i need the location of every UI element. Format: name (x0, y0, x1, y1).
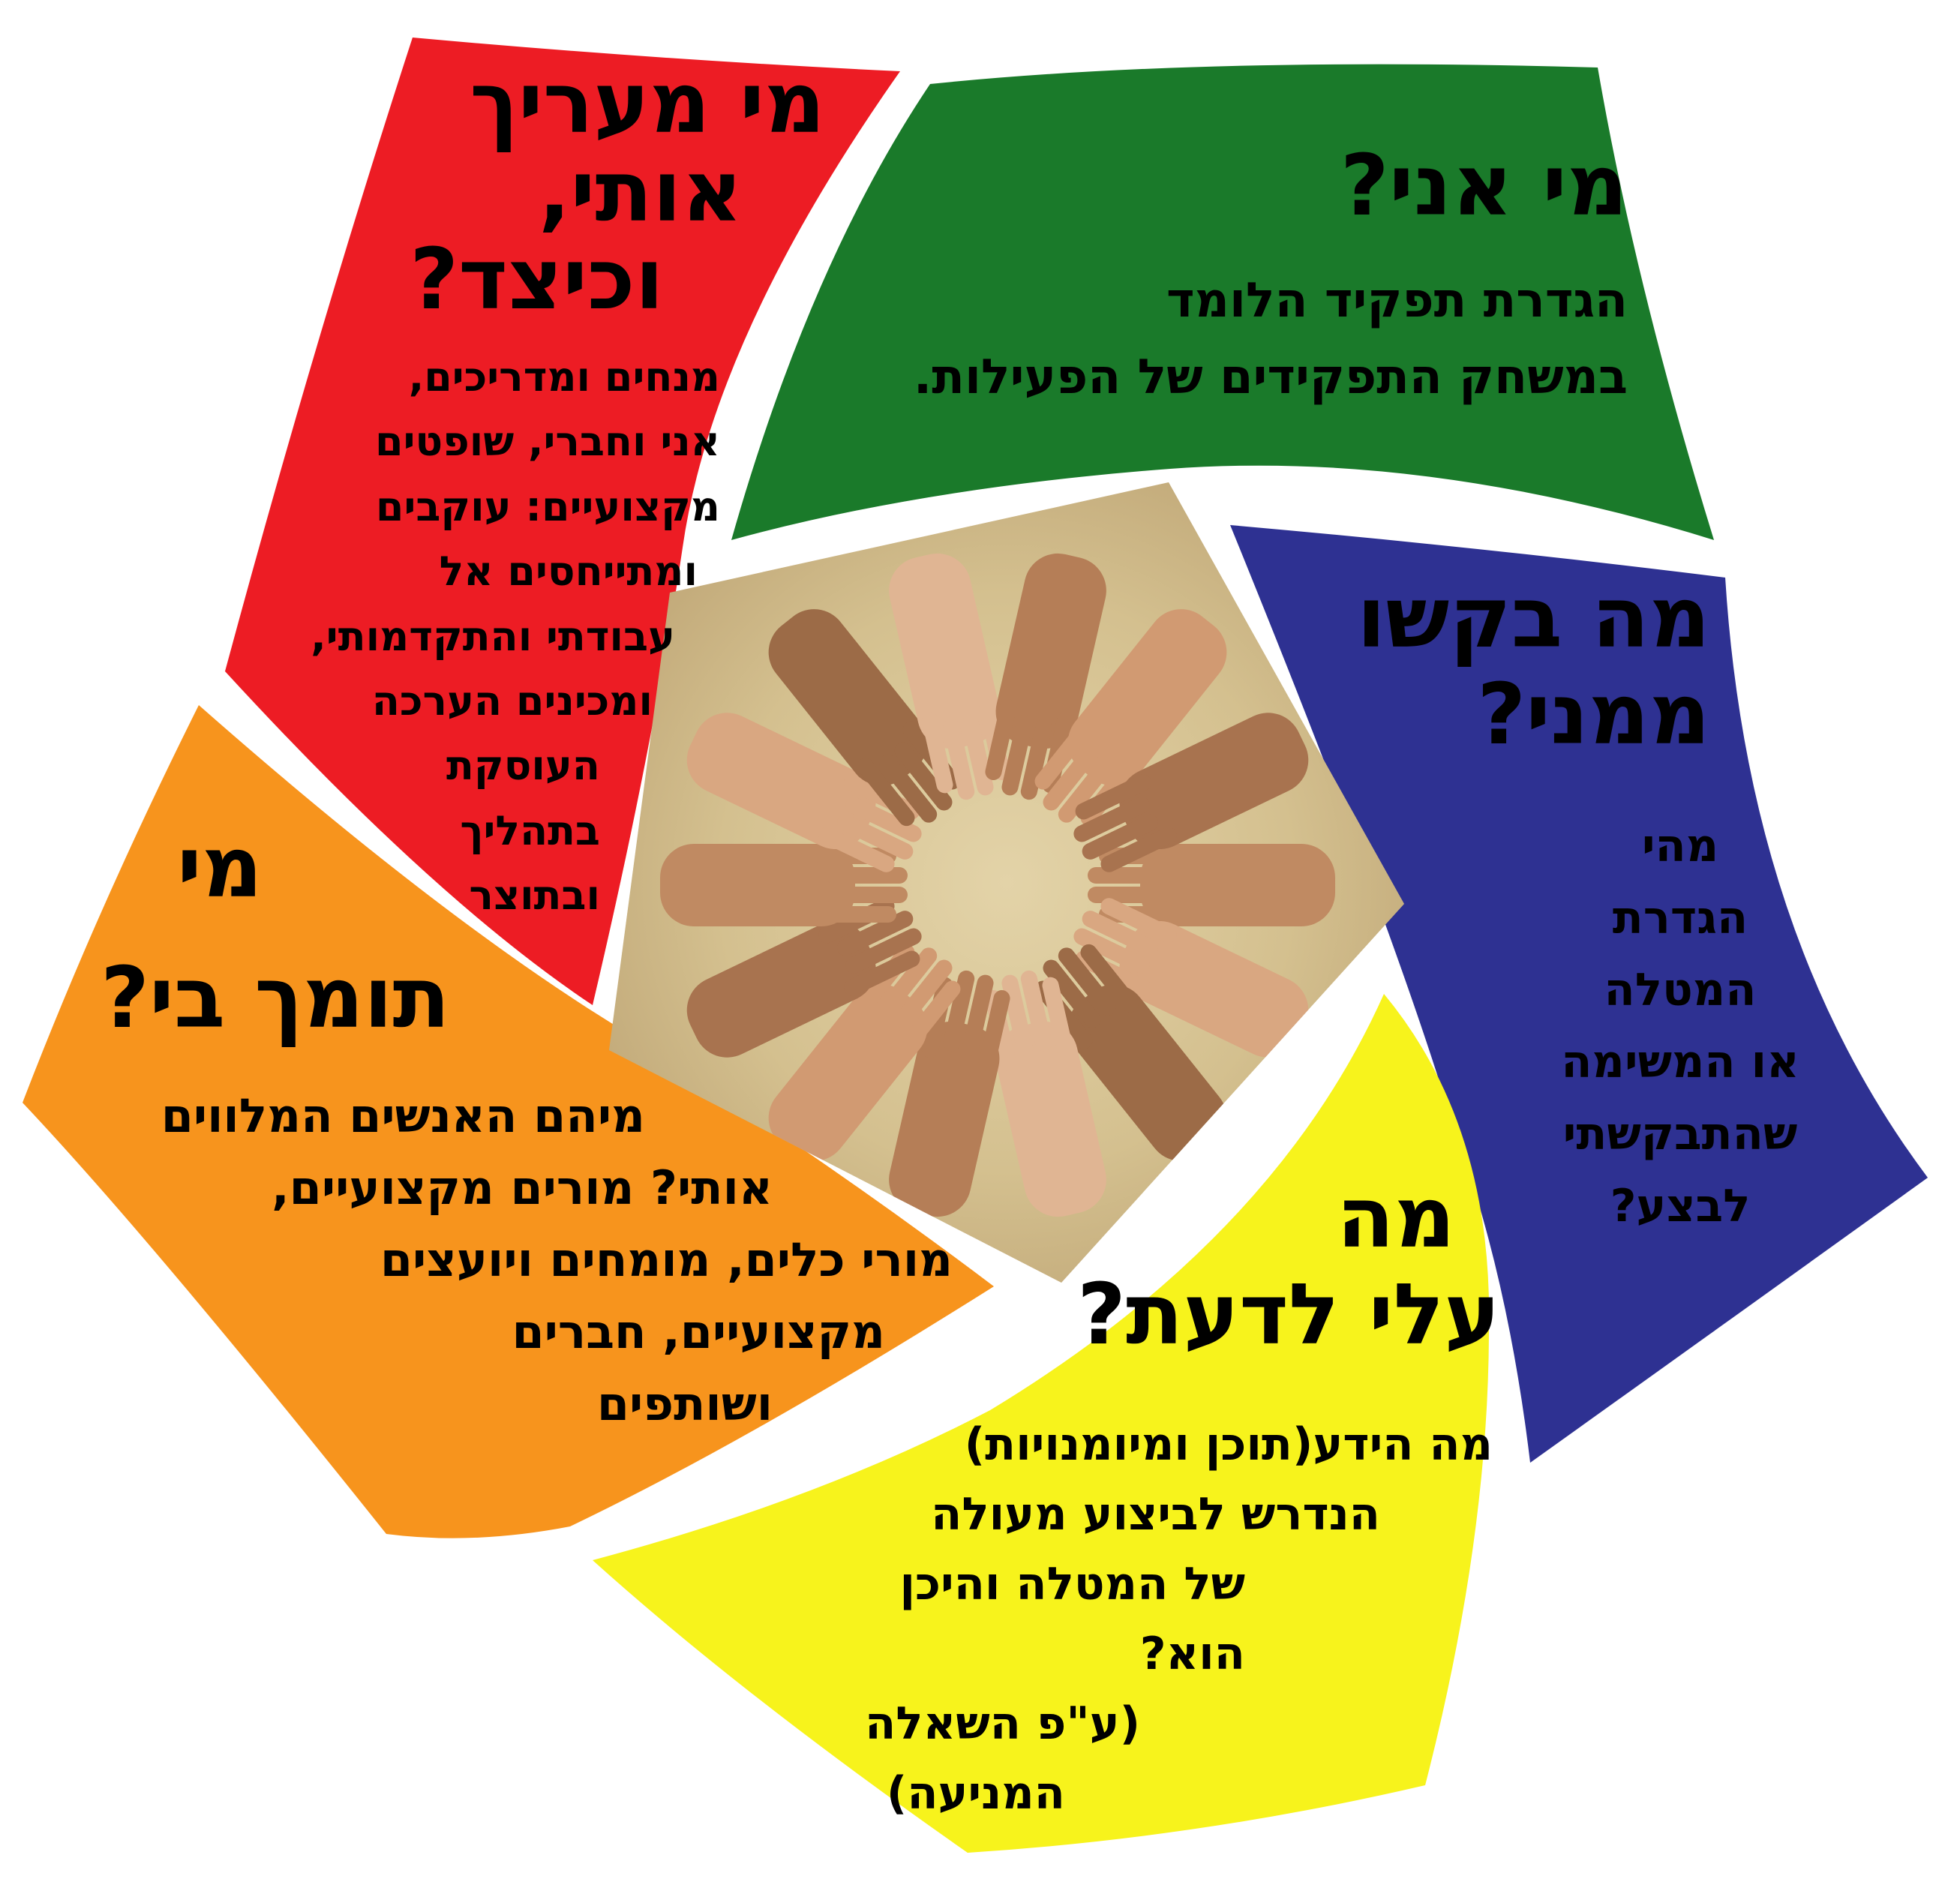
orange-line: ושותפים (596, 1376, 773, 1432)
red-title-line: אותי, (538, 143, 743, 241)
blue-line: או המשימה (1561, 1036, 1799, 1088)
orange-title-line: תומך בי? (101, 950, 450, 1048)
blue-title: מה בקשו ממני? (1290, 570, 1710, 764)
red-line: ומתייחסים אל (439, 548, 698, 596)
yellow-title-line: עלי לדעת? (1077, 1265, 1500, 1364)
segment-red (225, 38, 900, 1005)
blue-line: הגדרת (1612, 892, 1748, 944)
blue-line: המטלה (1604, 964, 1757, 1016)
segment-yellow (593, 994, 1490, 1853)
hand-shape (1073, 713, 1309, 872)
segment-blue (1230, 525, 1928, 1463)
red-title-line: מי מעריך (470, 55, 825, 152)
blue-line: לבצע? (1610, 1180, 1751, 1232)
red-title: מי מעריך אותי, וכיצד? (390, 55, 825, 329)
red-line: מנחים ומדריכים, (408, 353, 720, 401)
orange-title-line: מי (176, 819, 263, 917)
yellow-title: מה עלי לדעת? (990, 1170, 1500, 1364)
orange-line: אותי? מורים מקצועיים, (272, 1160, 773, 1216)
hands-ring (660, 553, 1335, 1217)
red-line: אני וחברי, שופטים (375, 418, 720, 466)
yellow-line: (ע"פ השאלה (865, 1697, 1140, 1750)
blue-line: שהתבקשתי (1562, 1108, 1798, 1160)
red-line: עבודתי והתקדמותי, (311, 612, 675, 660)
red-line: העוסקת (446, 742, 600, 790)
red-title-line: וכיצד? (410, 231, 664, 329)
orange-line: מקצועיים, חברים (512, 1304, 885, 1360)
yellow-line: מה הידע(תוכן ומיומנויות) (964, 1418, 1493, 1471)
red-body: מנחים ומדריכים, אני וחברי, שופטים מקצועי… (270, 345, 720, 929)
yellow-body: מה הידע(תוכן ומיומנויות) הנדרש לביצוע מע… (788, 1410, 1493, 1829)
yellow-line: המניעה) (886, 1767, 1065, 1820)
yellow-line: הנדרש לביצוע מעולה (931, 1488, 1380, 1541)
segment-green (731, 64, 1714, 540)
blue-body: מהי הגדרת המטלה או המשימה שהתבקשתי לבצע? (1485, 810, 1875, 1242)
red-line: ומכינים הערכה (371, 677, 653, 725)
segment-orange (23, 705, 994, 1538)
orange-title: מי תומך בי? (60, 818, 450, 1049)
red-line: מקצועיים: עוקבים (375, 482, 720, 530)
orange-body: מיהם האנשים המלווים אותי? מורים מקצועיים… (30, 1080, 953, 1440)
hand-shape (985, 970, 1106, 1217)
green-body: הגדרת תפקיד הלומד במשחק התפקידים של הפעי… (713, 263, 1628, 416)
green-title: מי אני? (1340, 137, 1628, 235)
blue-title-line: מה בקשו (1356, 569, 1710, 667)
green-line: הגדרת תפקיד הלומד (1166, 273, 1628, 329)
blue-line: מהי (1641, 820, 1719, 872)
red-line: ובתוצר (469, 872, 600, 920)
blue-title-line: ממני? (1477, 665, 1710, 764)
center-photo (609, 482, 1404, 1283)
green-line: במשחק התפקידים של הפעילות. (913, 350, 1628, 406)
yellow-line: של המטלה והיכן הוא? (899, 1558, 1245, 1680)
orange-line: מורי כלים, מומחים ויועצים (380, 1232, 953, 1288)
red-line: בתהליך (460, 806, 600, 854)
orange-line: מיהם האנשים המלווים (161, 1088, 645, 1143)
yellow-title-line: מה (1337, 1169, 1455, 1267)
